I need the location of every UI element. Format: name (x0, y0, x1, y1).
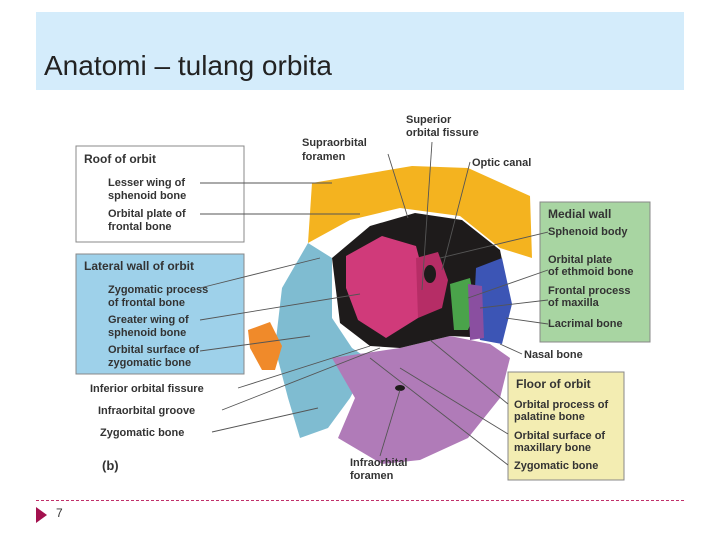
floor-item-1a: Orbital process of (514, 399, 608, 411)
medial-item-1: Sphenoid body (548, 226, 628, 238)
label-inferior-orbital-fissure: Inferior orbital fissure (90, 383, 204, 395)
roof-item-1a: Lesser wing of (108, 177, 185, 189)
medial-heading: Medial wall (548, 207, 611, 221)
label-superior-orbital-fissure-1: Superior (406, 114, 452, 126)
label-zygomatic-bone: Zygomatic bone (100, 427, 184, 439)
slide-title: Anatomi – tulang orbita (44, 50, 332, 81)
floor-item-2a: Orbital surface of (514, 430, 605, 442)
lateral-item-1a: Zygomatic process (108, 284, 208, 296)
sphenoid-bone (346, 236, 425, 338)
label-nasal-bone: Nasal bone (524, 349, 583, 361)
roof-heading: Roof of orbit (84, 152, 156, 166)
medial-item-4: Lacrimal bone (548, 318, 623, 330)
label-superior-orbital-fissure-2: orbital fissure (406, 127, 479, 139)
lateral-item-1b: of frontal bone (108, 297, 185, 309)
floor-heading: Floor of orbit (516, 377, 591, 391)
floor-of-orbit-box: Floor of orbit Orbital process of palati… (507, 371, 625, 481)
frontal-bone (308, 166, 532, 258)
medial-item-2a: Orbital plate (548, 254, 612, 266)
floor-item-2b: maxillary bone (514, 442, 591, 454)
roof-item-1b: sphenoid bone (108, 190, 186, 202)
label-infraorbital-foramen-1: Infraorbital (350, 457, 407, 469)
zygomatic-bone (275, 243, 370, 438)
orange-bone (248, 322, 282, 370)
orbit-bone-diagram: Roof of orbit Lesser wing of sphenoid bo… (75, 114, 651, 482)
medial-item-3a: Frontal process (548, 285, 631, 297)
lateral-wall-box: Lateral wall of orbit Zygomatic process … (75, 253, 245, 375)
leader-lines (199, 141, 549, 466)
lateral-item-3b: zygomatic bone (108, 357, 191, 369)
roof-of-orbit-box: Roof of orbit Lesser wing of sphenoid bo… (75, 145, 245, 243)
lateral-heading: Lateral wall of orbit (84, 259, 194, 273)
floor-item-1b: palatine bone (514, 411, 585, 423)
lateral-item-2a: Greater wing of (108, 314, 189, 326)
title-band (36, 12, 684, 90)
label-optic-canal: Optic canal (472, 157, 531, 169)
footer-arrow-icon (36, 507, 47, 523)
label-supraorbital-foramen-2: foramen (302, 151, 346, 163)
medial-item-2b: of ethmoid bone (548, 266, 634, 278)
floor-item-3: Zygomatic bone (514, 460, 598, 472)
infraorbital-foramen-hole (395, 385, 405, 391)
label-infraorbital-foramen-2: foramen (350, 470, 394, 482)
label-infraorbital-groove: Infraorbital groove (98, 405, 195, 417)
lateral-item-3a: Orbital surface of (108, 344, 199, 356)
medial-wall-box: Medial wall Sphenoid body Orbital plate … (539, 201, 651, 343)
maxilla-bone (332, 336, 510, 464)
lacrimal-bone (474, 258, 512, 344)
panel-label: (b) (102, 458, 119, 473)
skull-illustration (248, 166, 532, 464)
label-supraorbital-foramen-1: Supraorbital (302, 137, 367, 149)
roof-item-2b: frontal bone (108, 221, 172, 233)
lateral-item-2b: sphenoid bone (108, 327, 186, 339)
roof-item-2a: Orbital plate of (108, 208, 186, 220)
greater-wing (416, 252, 448, 318)
frontal-process-maxilla (468, 284, 484, 340)
optic-canal-hole (424, 265, 436, 283)
medial-item-3b: of maxilla (548, 297, 600, 309)
footer-divider (36, 500, 684, 501)
page-number: 7 (56, 506, 63, 520)
